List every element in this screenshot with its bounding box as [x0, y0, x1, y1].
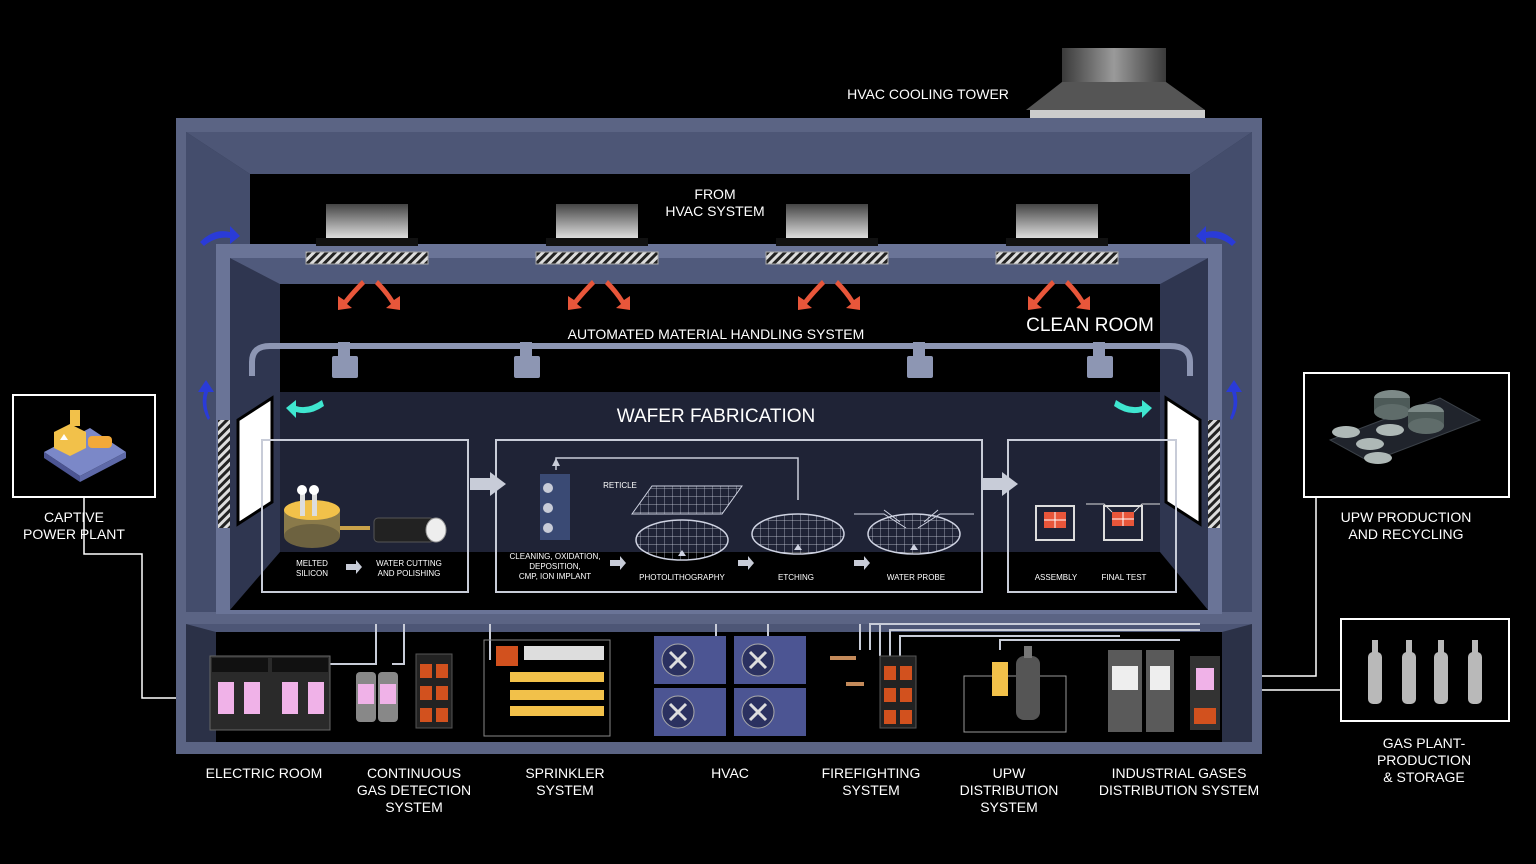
- airflow-arrows: [338, 280, 1090, 310]
- cleaning-label: CLEANING, OXIDATION, DEPOSITION, CMP, IO…: [509, 552, 601, 581]
- captive-power-label: CAPTIVE POWER PLANT: [23, 509, 125, 542]
- upw-production-label: UPW PRODUCTION AND RECYCLING: [1340, 509, 1472, 542]
- etching-label: ETCHING: [778, 573, 814, 582]
- gas-plant-label: GAS PLANT- PRODUCTION & STORAGE: [1376, 735, 1472, 785]
- wafer-etching-icon: [751, 513, 845, 555]
- amhs-label: AUTOMATED MATERIAL HANDLING SYSTEM: [567, 326, 865, 342]
- melted-silicon-label: MELTED SILICON: [295, 559, 328, 578]
- process-chamber-icon: [540, 457, 799, 540]
- silicon-crucible-icon: [284, 485, 370, 548]
- assembly-label: ASSEMBLY: [1034, 573, 1078, 582]
- final-test-icon: [1086, 503, 1160, 541]
- upw-distribution-system: [963, 646, 1067, 733]
- gas-detection-units: [356, 653, 453, 729]
- basement-pipes: [330, 623, 1200, 665]
- photolithography-label: PHOTOLITHOGRAPHY: [639, 573, 725, 582]
- upw-production-plant: [1262, 372, 1510, 677]
- assembly-icon: [1035, 505, 1075, 541]
- process-boxes: [261, 439, 1177, 593]
- hvac-label: HVAC: [711, 765, 749, 781]
- industrial-gas-cabinets: [1108, 650, 1220, 732]
- firefighting-label: FIREFIGHTING SYSTEM: [821, 765, 921, 798]
- amhs-rail: [249, 342, 1193, 378]
- reticle-label: RETICLE: [603, 481, 637, 490]
- sprinkler-label: SPRINKLER SYSTEM: [525, 765, 605, 798]
- ceiling-ducts: [305, 204, 1119, 265]
- clean-room-label: CLEAN ROOM: [1026, 315, 1154, 336]
- silicon-ingot-icon: [373, 517, 447, 543]
- wafer-fab-label: WAFER FABRICATION: [616, 406, 816, 427]
- electric-room-panels: [209, 655, 331, 731]
- captive-power-plant: [12, 394, 176, 699]
- hvac-units: [654, 636, 806, 736]
- gas-detection-label: CONTINUOUS GAS DETECTION SYSTEM: [356, 765, 472, 815]
- water-probe-label: WATER PROBE: [886, 573, 946, 582]
- firefighting-system: [830, 655, 917, 729]
- from-hvac-label: FROM HVAC SYSTEM: [665, 186, 765, 219]
- gas-plant: [1262, 618, 1510, 722]
- electric-room-label: ELECTRIC ROOM: [205, 765, 323, 781]
- sprinkler-system: [483, 639, 611, 737]
- industrial-gases-label: INDUSTRIAL GASES DISTRIBUTION SYSTEM: [1098, 765, 1260, 798]
- teal-arrows: [286, 400, 1152, 418]
- wafer-photolithography-icon: [635, 519, 729, 561]
- upw-distribution-label: UPW DISTRIBUTION SYSTEM: [959, 765, 1059, 815]
- return-air-arrows: [198, 226, 1242, 420]
- water-cutting-label: WATER CUTTING AND POLISHING: [376, 559, 442, 578]
- process-arrows: [346, 472, 1018, 574]
- wafer-probe-icon: [854, 509, 974, 555]
- side-filters: [218, 395, 1220, 528]
- cooling-tower-label: HVAC COOLING TOWER: [847, 86, 1009, 102]
- reticle-icon: [631, 485, 743, 515]
- final-test-label: FINAL TEST: [1101, 573, 1147, 582]
